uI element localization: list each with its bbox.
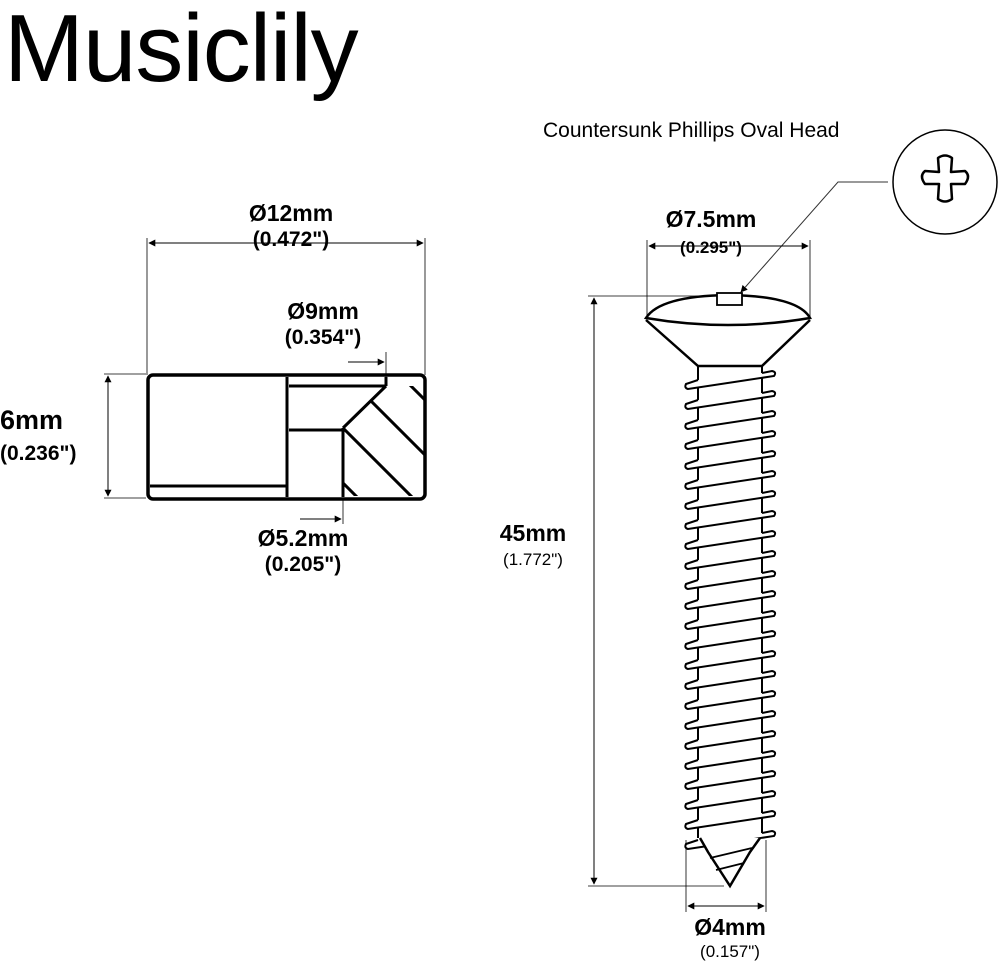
cap-height-mm: 6mm (0, 405, 64, 435)
brand-logo-text: Musiclily (4, 0, 359, 102)
screw-thread-ridge (684, 569, 777, 591)
screw-thread-ridge (684, 509, 777, 531)
screw-length-inch: (1.772") (503, 550, 563, 569)
cap-cross-section (104, 238, 427, 524)
cap-outer-diameter-mm: Ø12mm (248, 200, 334, 226)
screw-shank-diameter-inch: (0.157") (700, 942, 760, 961)
screw-thread-ridge (684, 409, 777, 431)
screw-head-slot (716, 292, 743, 306)
head-icon-leader (740, 181, 888, 293)
screw-head-type-label: Countersunk Phillips Oval Head (543, 119, 840, 142)
screw-thread-ridge (684, 789, 777, 811)
cap-counterbore-diameter-inch: (0.354") (284, 326, 362, 349)
screw-thread-ridge (684, 469, 777, 491)
screw-thread-ridge (684, 809, 777, 831)
screw-thread-ridge (684, 649, 777, 671)
screw-thread-ridge (684, 689, 777, 711)
screw-thread-ridge (684, 609, 777, 631)
screw-head-dome (643, 293, 812, 327)
cap-hatching (343, 386, 424, 496)
screw-tip-thread-2 (715, 862, 745, 871)
screw-thread-ridge (684, 529, 777, 551)
screw-thread-ridge (684, 729, 777, 751)
screw-thread-ridge (684, 769, 777, 791)
screw-drawing (588, 240, 812, 912)
cap-chamfer-line (341, 384, 388, 430)
screw-thread-ridge (684, 429, 777, 451)
screw-thread-ridge (684, 709, 777, 731)
screw-thread-ridge (684, 449, 777, 471)
screw-shank-diameter-mm: Ø4mm (694, 914, 766, 940)
screw-threads (684, 369, 777, 851)
screw-thread-ridge (684, 669, 777, 691)
screw-head-cone (645, 319, 811, 368)
screw-head-diameter-mm: Ø7.5mm (665, 206, 757, 232)
phillips-head-icon (892, 129, 998, 235)
cap-hole-diameter-mm: Ø5.2mm (257, 525, 349, 551)
cap-outline (146, 373, 427, 501)
cap-height-inch: (0.236") (0, 442, 77, 465)
cap-counterbore-diameter-mm: Ø9mm (287, 298, 359, 324)
screw-tip (698, 837, 762, 889)
screw-thread-ridge (684, 549, 777, 571)
screw-thread-ridge (684, 589, 777, 611)
screw-thread-ridge (684, 629, 777, 651)
screw-thread-ridge (684, 489, 777, 511)
screw-tip-thread-1 (709, 847, 753, 859)
cap-hole-diameter-inch: (0.205") (264, 553, 342, 576)
screw-length-mm: 45mm (499, 520, 567, 546)
screw-thread-ridge (684, 389, 777, 411)
screw-thread-ridge (684, 369, 777, 391)
screw-thread-ridge (684, 749, 777, 771)
